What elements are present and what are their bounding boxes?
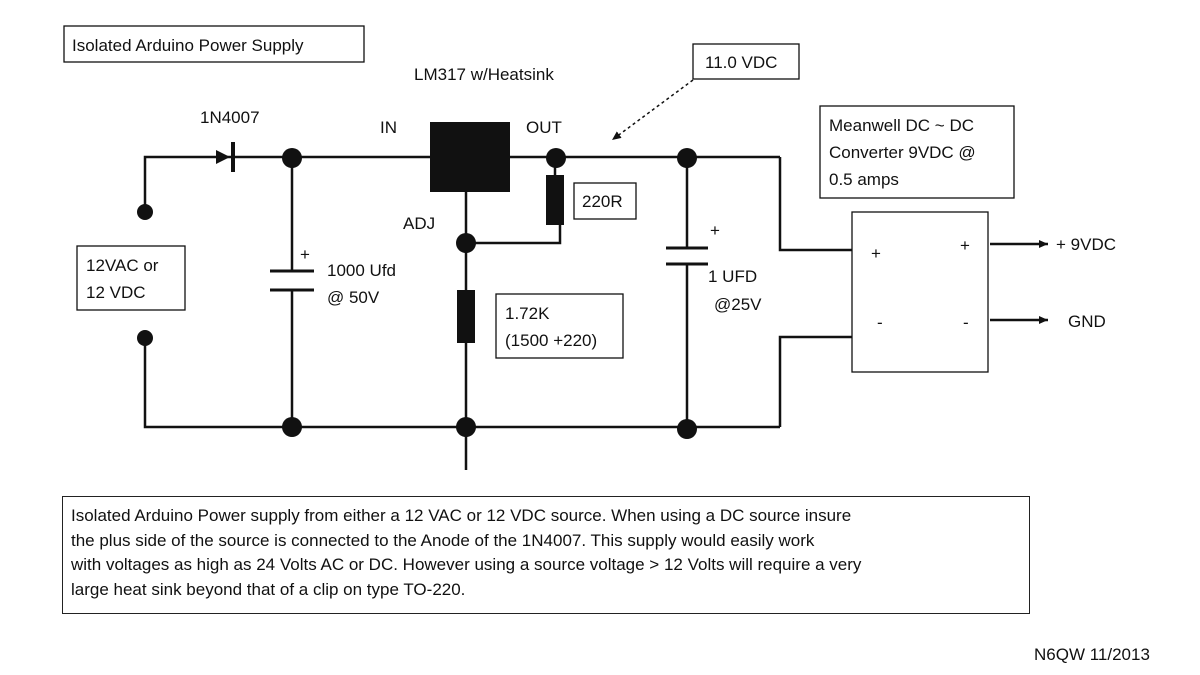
cap2-rating-label: @25V [714, 295, 762, 314]
input-label-box [76, 245, 186, 311]
lm317-regulator [430, 122, 510, 192]
cap1-value-label: 1000 Ufd [327, 261, 396, 280]
converter-label-line3: 0.5 amps [829, 170, 899, 189]
capacitor-1ufd [666, 246, 708, 266]
r2-label-box [495, 293, 624, 359]
resistor-220r [546, 175, 564, 225]
r2-detail-label: (1500 +220) [505, 331, 597, 350]
note-line: large heat sink beyond that of a clip on… [71, 579, 466, 599]
converter-input-plus: + [871, 244, 881, 263]
output-9vdc-label: + 9VDC [1056, 235, 1116, 254]
resistor-1-72k [457, 290, 475, 343]
converter-output-minus: - [963, 313, 969, 332]
note-line: the plus side of the source is connected… [71, 530, 815, 550]
input-positive-wire [143, 155, 430, 210]
output-voltage-pointer [611, 79, 694, 141]
diode-1n4007 [216, 142, 235, 172]
ground-rail-wire [143, 337, 780, 429]
cap1-rating-label: @ 50V [327, 288, 380, 307]
r2-value-label: 1.72K [505, 304, 550, 323]
regulator-in-label: IN [380, 118, 397, 137]
r1-label: 220R [582, 192, 623, 211]
converter-input-minus: - [877, 313, 883, 332]
converter-negative-wire [778, 335, 852, 427]
output-voltage-label: 11.0 VDC [705, 53, 777, 72]
cap1-plus-sign: + [300, 245, 310, 264]
converter-positive-wire [778, 157, 852, 252]
regulator-adj-label: ADJ [403, 214, 435, 233]
diagram-title: Isolated Arduino Power Supply [72, 36, 304, 55]
meanwell-converter-box [851, 211, 989, 373]
converter-label-line2: Converter 9VDC @ [829, 143, 976, 162]
note-line: Isolated Arduino Power supply from eithe… [71, 506, 852, 525]
cap2-value-label: 1 UFD [708, 267, 757, 286]
converter-label-line1: Meanwell DC ~ DC [829, 116, 974, 135]
cap2-plus-sign: + [710, 221, 720, 240]
title-box [63, 25, 365, 63]
output-voltage-box [692, 43, 800, 80]
capacitor-1000ufd [270, 269, 314, 292]
converter-label-box [819, 105, 1015, 199]
r1-label-box [573, 182, 637, 220]
junction-dots [282, 148, 697, 439]
regulator-out-label: OUT [526, 118, 562, 137]
wiring [143, 155, 1048, 470]
author-signature: N6QW 11/2013 [1034, 645, 1150, 664]
converter-output-plus: + [960, 236, 970, 255]
input-label-line1: 12VAC or [86, 256, 159, 275]
note-line: with voltages as high as 24 Volts AC or … [71, 555, 862, 574]
description-note: Isolated Arduino Power supply from eithe… [62, 496, 1030, 614]
input-terminal-bottom [137, 330, 153, 346]
adj-to-r1-wire [466, 225, 562, 245]
input-terminal-top [137, 204, 153, 220]
output-gnd-label: GND [1068, 312, 1106, 331]
regulator-label: LM317 w/Heatsink [414, 65, 554, 84]
input-label-line2: 12 VDC [86, 283, 146, 302]
diode-label: 1N4007 [200, 108, 260, 127]
